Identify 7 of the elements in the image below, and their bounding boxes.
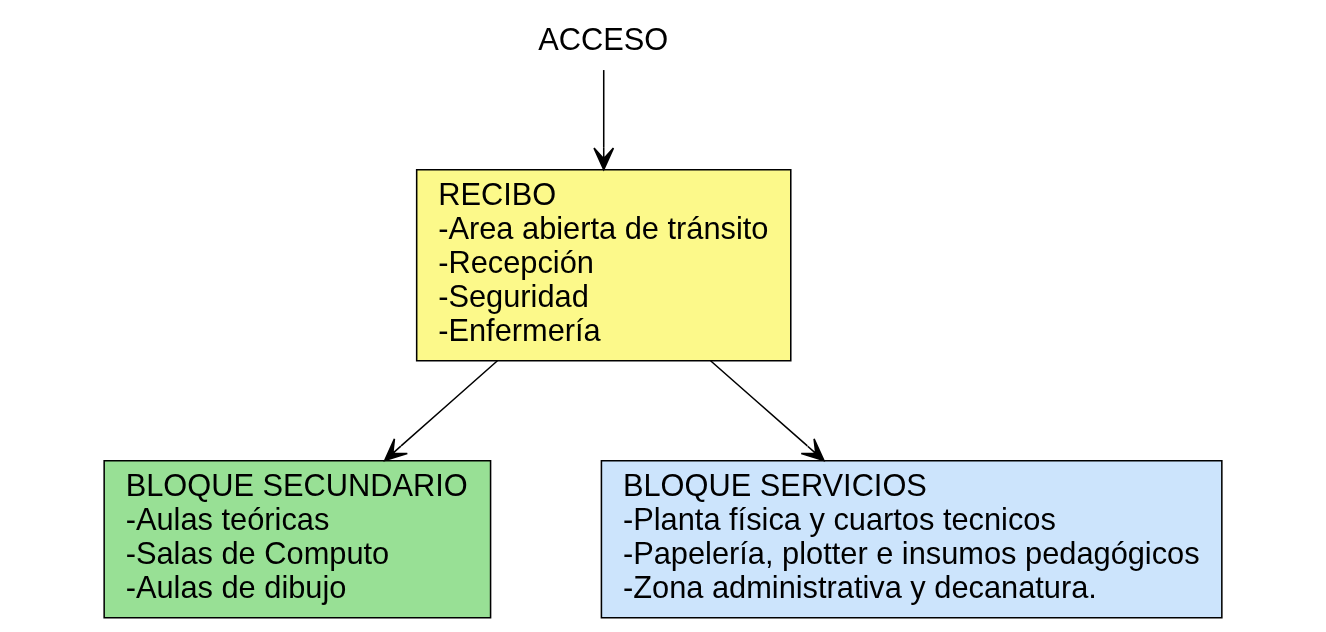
arrow [593, 69, 615, 171]
node-box: RECIBO -Area abierta de tránsito -Recepción -Seguridad -Enfermería [415, 169, 792, 362]
node-text: ACCESO [538, 21, 669, 57]
node-box: BLOQUE SECUNDARIO -Aulas teóricas -Salas de Computo -Aulas de dibujo [103, 459, 492, 619]
arrow [709, 359, 825, 462]
arrow [383, 359, 499, 462]
node-box: BLOQUE SERVICIOS -Planta física y cuartos tecnicos -Papelería, plotter e insumos pedagógicos -Zona administrativa y decanatura. [600, 459, 1223, 619]
